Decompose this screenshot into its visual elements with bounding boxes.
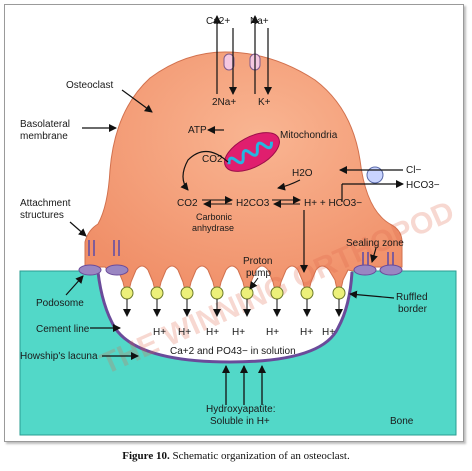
howships-label: Howship's lacuna (20, 351, 98, 362)
hplus-label: H+ (322, 327, 335, 338)
carbonic-label: Carbonic (196, 212, 233, 222)
mitochondria-label: Mitochondria (280, 130, 338, 141)
structures-label: structures (20, 210, 64, 221)
mitochondria-icon (224, 132, 280, 172)
figure-number: Figure 10. (122, 450, 170, 462)
hplus-row: H+ H+ H+ H+ H+ H+ H+ (153, 327, 335, 338)
solution-label: Ca+2 and PO43− in solution (170, 346, 296, 357)
pump-label: pump (246, 268, 271, 279)
soluble-label: Soluble in H+ (210, 416, 270, 427)
bone-label: Bone (390, 416, 414, 427)
hydroxyapatite-arrows (222, 365, 266, 405)
cement-line-label: Cement line (36, 324, 90, 335)
hplus-label: H+ (266, 327, 279, 338)
cl-hco3-exchanger (366, 166, 384, 184)
osteoclast-label: Osteoclast (66, 80, 113, 91)
hplus-label: H+ (178, 327, 191, 338)
hydroxyapatite-label: Hydroxyapatite: (206, 404, 275, 415)
atp-label: ATP (188, 125, 207, 136)
hplus-label: H+ (300, 327, 313, 338)
basolateral-label: Basolateral (20, 119, 70, 130)
cl-label: Cl− (406, 165, 421, 176)
anhydrase-label: anhydrase (192, 223, 234, 233)
podosomes (78, 264, 403, 276)
na-ion-label: Na+ (250, 16, 269, 27)
osteoclast-diagram: THE WINNING ORTHOPOD Ca2+ Na+ 2Na+ K+ Mi… (19, 15, 458, 436)
membrane-label: membrane (20, 131, 68, 142)
pump-arrows (123, 299, 343, 317)
proton-label: Proton (243, 256, 272, 267)
k-ion-label: K+ (258, 97, 271, 108)
co2-small-label: CO2 (202, 154, 223, 165)
sealing-zone-label: Sealing zone (346, 238, 404, 249)
border-label: border (398, 304, 428, 315)
ruffled-label: Ruffled (396, 292, 428, 303)
hplus-label: H+ (206, 327, 219, 338)
h-hco3-label: H+ + HCO3− (304, 198, 362, 209)
cement-line-curve (96, 271, 354, 364)
figure-caption: Figure 10. Schematic organization of an … (0, 450, 472, 462)
attachment-label: Attachment (20, 198, 71, 209)
proton-pumps (120, 286, 346, 300)
podosome-label: Podosome (36, 298, 84, 309)
2na-ion-label: 2Na+ (212, 97, 236, 108)
figure-frame: THE WINNING ORTHOPOD Ca2+ Na+ 2Na+ K+ Mi… (4, 4, 464, 442)
caption-text: Schematic organization of an osteoclast. (169, 450, 350, 462)
h2co3-label: H2CO3 (236, 198, 270, 209)
hplus-label: H+ (232, 327, 245, 338)
h2o-label: H2O (292, 168, 313, 179)
hplus-label: H+ (153, 327, 166, 338)
osteoclast-cell (84, 51, 403, 293)
hco3-label: HCO3− (406, 180, 440, 191)
membrane-channels (213, 15, 272, 95)
co2-label: CO2 (177, 198, 198, 209)
ca-ion-label: Ca2+ (206, 16, 230, 27)
